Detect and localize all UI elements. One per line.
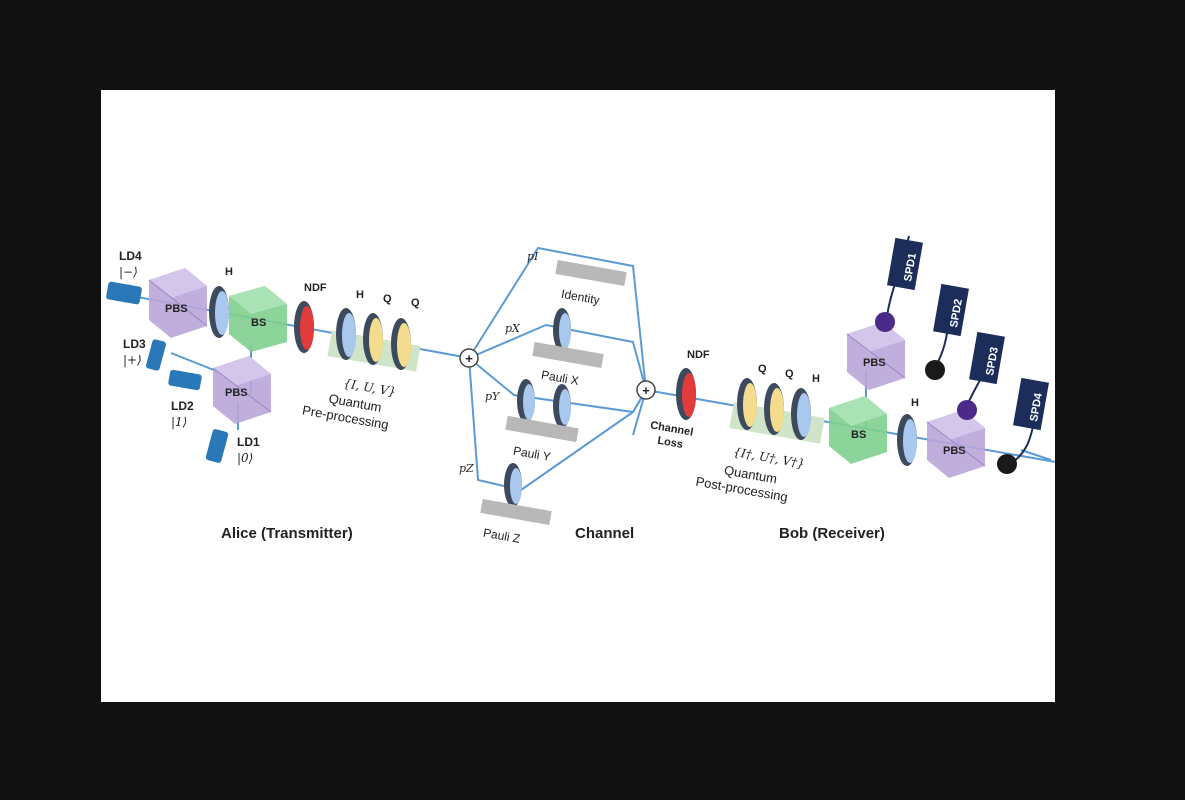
channel-title: Channel: [575, 525, 634, 542]
alice-proc-h-label: H: [356, 289, 364, 301]
channel-output-combiner: +: [636, 380, 656, 400]
alice-pbs-1-label: PBS: [165, 303, 188, 315]
bob-halfwave-plate: [897, 414, 917, 466]
pauli-y-plate-1: [517, 379, 535, 423]
alice-bs-label: BS: [251, 317, 266, 329]
alice-title: Alice (Transmitter): [221, 525, 353, 542]
alice-halfwave-plate: [209, 286, 229, 338]
spd1: SPD1: [875, 237, 923, 332]
bob-h-label: H: [911, 397, 919, 409]
channel-output-symbol: +: [642, 383, 650, 398]
prob-identity: pI: [527, 250, 539, 263]
pauli-z-label: Pauli Z: [482, 526, 521, 546]
spd3: SPD3: [957, 331, 1005, 420]
ld4-label: LD4: [119, 249, 142, 263]
ld1-label: LD1: [237, 435, 260, 449]
alice-pbs-2-label: PBS: [225, 387, 248, 399]
pauli-x-label: Pauli X: [540, 368, 580, 388]
channel-loss-line2: Loss: [657, 435, 684, 451]
ld4-state: |−⟩: [119, 265, 138, 279]
bob-processing-q1: [737, 378, 757, 430]
bob-ndf-filter: [676, 368, 696, 420]
spd2: SPD2: [925, 283, 969, 380]
pauli-y-mount: [505, 415, 579, 443]
bob-beamsplitter: BS: [829, 396, 887, 464]
prob-pauli-z: pZ: [459, 462, 474, 475]
bob-pbs-1-label: PBS: [863, 357, 886, 369]
laser-ld4: [106, 281, 142, 305]
alice-pbs-1: PBS: [148, 268, 208, 338]
channel-loss-line1: Channel: [649, 419, 694, 438]
laser-ld3: [146, 339, 166, 371]
qkd-setup-diagram: LD4 |−⟩ LD3 |+⟩ LD2 |1⟩ LD1 |0⟩ PBS H BS…: [106, 235, 1055, 546]
ld2-state: |1⟩: [171, 415, 187, 429]
laser-ld1: [205, 429, 229, 463]
alice-processing-q1: [363, 313, 383, 365]
prob-pauli-y: pY: [485, 390, 501, 403]
alice-beamsplitter: BS: [229, 286, 287, 352]
bob-proc-h-label: H: [812, 373, 820, 385]
ld3-state: |+⟩: [123, 353, 142, 367]
spd3-label: SPD3: [984, 346, 1001, 376]
alice-pbs-2: PBS: [212, 356, 272, 424]
bob-pbs-2-label: PBS: [943, 445, 966, 457]
laser-ld2: [168, 369, 202, 391]
bob-pbs-2: PBS: [926, 410, 986, 478]
bob-proc-q1-label: Q: [758, 363, 767, 375]
diagram-canvas: LD4 |−⟩ LD3 |+⟩ LD2 |1⟩ LD1 |0⟩ PBS H BS…: [101, 90, 1055, 702]
pauli-x-plate: [553, 308, 571, 352]
bob-proc-q2-label: Q: [785, 368, 794, 380]
bob-bs-label: BS: [851, 429, 866, 441]
pauli-y-label: Pauli Y: [512, 444, 552, 464]
spd2-label: SPD2: [948, 298, 965, 328]
alice-proc-q2-label: Q: [411, 297, 420, 309]
pauli-x-mount: [532, 342, 604, 368]
bob-processing-caption: {I†, U†, V†} Quantum Post-processing: [695, 445, 806, 505]
alice-ndf-label: NDF: [304, 282, 327, 294]
ld1-state: |0⟩: [237, 451, 253, 465]
spd1-label: SPD1: [902, 252, 919, 282]
channel-input-symbol: +: [465, 351, 473, 366]
ld2-label: LD2: [171, 399, 194, 413]
bob-ndf-label: NDF: [687, 349, 710, 361]
alice-processing-h: [336, 308, 356, 360]
alice-ndf-filter: [294, 301, 314, 353]
identity-mount: [555, 260, 627, 286]
pauli-z-plate: [504, 463, 522, 507]
alice-processing-q2: [391, 318, 411, 370]
alice-h1-label: H: [225, 266, 233, 278]
pauli-y-plate-2: [553, 384, 571, 428]
channel-input-combiner: +: [459, 348, 479, 368]
spd4: SPD4: [997, 377, 1049, 474]
spd4-label: SPD4: [1028, 391, 1045, 422]
prob-pauli-x: pX: [505, 322, 521, 335]
alice-processing-caption: {I, U, V} Quantum Pre-processing: [301, 376, 397, 432]
alice-proc-q1-label: Q: [383, 293, 392, 305]
bob-pbs-1: PBS: [846, 322, 906, 390]
identity-label: Identity: [560, 287, 601, 308]
ld3-label: LD3: [123, 337, 146, 351]
bob-title: Bob (Receiver): [779, 525, 885, 542]
pauli-z-mount: [480, 499, 552, 525]
bob-processing-h: [791, 388, 811, 440]
bob-processing-q2: [764, 383, 784, 435]
